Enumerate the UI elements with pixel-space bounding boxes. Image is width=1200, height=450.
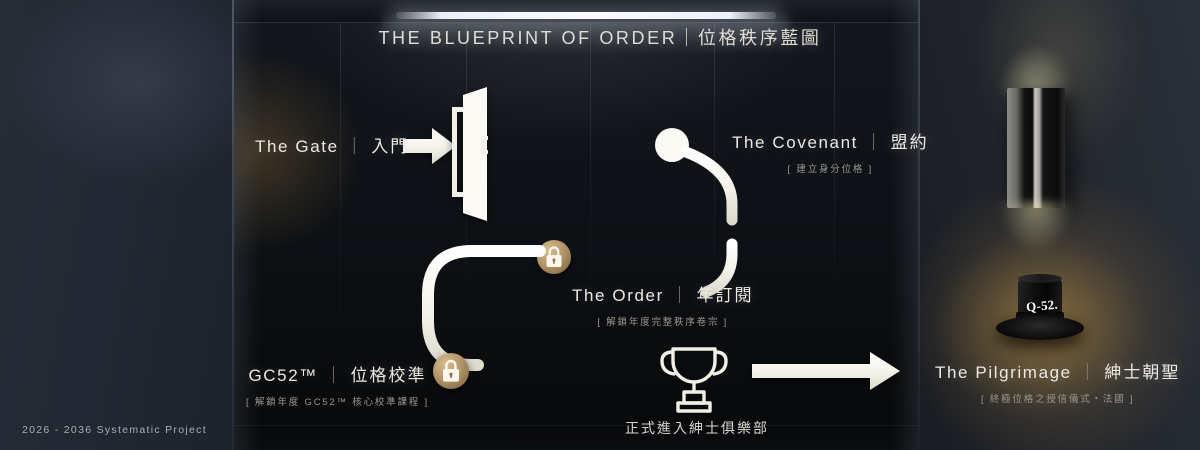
gc52-title-cjk: 位格校準 [350, 366, 427, 385]
node-label-gate[interactable]: The Gate ｜ 入門 [255, 132, 409, 157]
gate-separator: ｜ [345, 137, 365, 156]
node-label-order[interactable]: The Order ｜ 年訂閱 [ 解鎖年度完整秩序卷宗 ] [572, 281, 753, 328]
wall-sconce-icon [985, 14, 1087, 282]
gc52-subtitle: [ 解鎖年度 GC52™ 核心校準課程 ] [246, 397, 429, 408]
gc52-title-en: GC52™ [248, 366, 318, 385]
order-separator: ｜ [670, 286, 690, 305]
gc52-separator: ｜ [324, 366, 344, 385]
node-label-gc52[interactable]: GC52™ ｜ 位格校準 [ 解鎖年度 GC52™ 核心校準課程 ] [246, 361, 429, 408]
ceiling-light-icon [396, 12, 776, 19]
pilgrimage-subtitle: [ 終極位格之授信儀式・法國 ] [980, 394, 1135, 405]
floor [234, 425, 918, 450]
node-label-pilgrimage[interactable]: The Pilgrimage ｜ 紳士朝聖 [ 終極位格之授信儀式・法國 ] [935, 358, 1180, 405]
node-label-covenant[interactable]: The Covenant ｜ 盟約 [ 建立身分位格 ] [732, 128, 929, 175]
covenant-title-cjk: 盟約 [890, 133, 929, 152]
order-title-cjk: 年訂閱 [696, 286, 754, 305]
page-title: THE BLUEPRINT OF ORDER｜位格秩序藍圖 [378, 28, 822, 48]
order-subtitle: [ 解鎖年度完整秩序卷宗 ] [597, 317, 729, 328]
left-wall [0, 0, 234, 450]
order-title-en: The Order [572, 286, 664, 305]
covenant-subtitle: [ 建立身分位格 ] [787, 164, 874, 175]
pilgrimage-separator: ｜ [1078, 363, 1098, 382]
gate-title-cjk: 入門 [371, 137, 410, 156]
covenant-title-en: The Covenant [732, 133, 858, 152]
footer-text: 2026 - 2036 Systematic Project [22, 424, 207, 436]
pilgrimage-title-cjk: 紳士朝聖 [1104, 363, 1181, 382]
gate-title-en: The Gate [255, 137, 339, 156]
pilgrimage-title-en: The Pilgrimage [935, 363, 1072, 382]
node-label-club: 正式進入紳士俱樂部 [625, 420, 769, 436]
covenant-separator: ｜ [865, 133, 884, 152]
top-hat-icon: Q-52. [930, 230, 1150, 420]
